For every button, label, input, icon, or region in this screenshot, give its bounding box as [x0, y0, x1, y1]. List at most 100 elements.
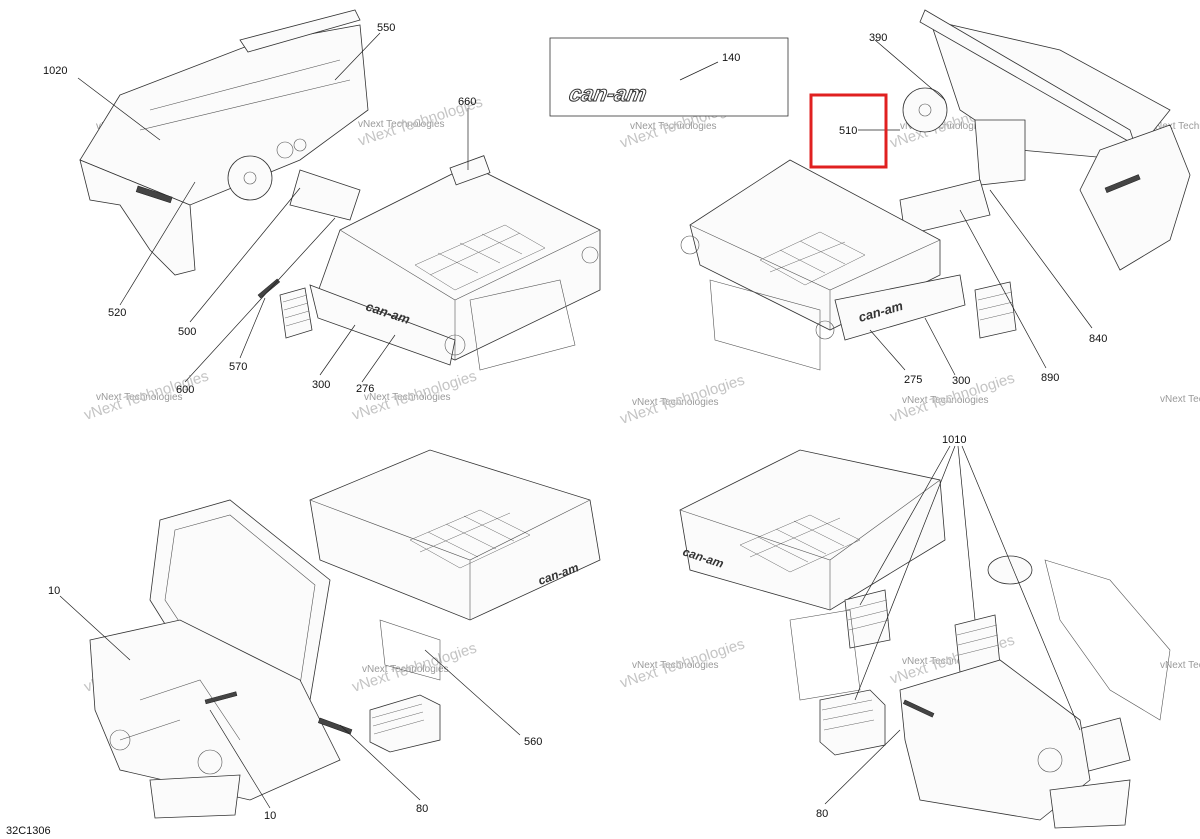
callout-600[interactable]: 600: [176, 384, 194, 396]
watermark: vNext Technologies: [632, 397, 719, 408]
callout-10b[interactable]: 10: [264, 810, 276, 822]
callout-140[interactable]: 140: [722, 52, 740, 64]
callout-300a[interactable]: 300: [312, 379, 330, 391]
cargo-edges: [339, 229, 601, 360]
leader-lines: [59, 32, 1093, 809]
callout-500[interactable]: 500: [178, 326, 196, 338]
watermark: vNext Technologies: [902, 656, 989, 667]
headlight: [197, 749, 223, 775]
leader-10a: [59, 595, 131, 661]
leader-10b: [209, 709, 271, 809]
cargo-floor-grid: [409, 509, 531, 569]
decal-10: [204, 691, 238, 705]
console: [289, 169, 361, 221]
decal-frame: [549, 37, 789, 117]
watermark: vNext Technologies: [358, 119, 445, 130]
leader-1010: [961, 445, 1081, 731]
callout-80a[interactable]: 80: [416, 803, 428, 815]
leader-390: [874, 39, 946, 101]
cargo-edges: [679, 479, 941, 610]
watermark: vNext Technologies: [632, 660, 719, 671]
callout-520[interactable]: 520: [108, 307, 126, 319]
leader-520: [119, 181, 196, 306]
battery-ribs: [977, 291, 1015, 321]
gauge: [276, 141, 294, 159]
battery: [819, 689, 886, 756]
logo-decal-box: can-am: [549, 37, 789, 117]
hood: [1079, 124, 1191, 271]
watermark: vNext Technologies: [1160, 660, 1200, 671]
windshield-bar: [239, 9, 361, 53]
callout-510[interactable]: 510: [839, 125, 857, 137]
leader-276: [361, 334, 396, 383]
callout-550[interactable]: 550: [377, 22, 395, 34]
dash-center: [974, 119, 1026, 186]
watermark: vNext Technologies: [1160, 394, 1200, 405]
side-panel: [309, 284, 456, 366]
side-panel: [834, 274, 966, 341]
leader-140: [679, 61, 719, 81]
leader-560: [424, 649, 521, 736]
leader-300a: [319, 324, 356, 376]
vehicle-bottom-left: can-am: [89, 449, 601, 819]
leader-80a: [339, 724, 421, 801]
callout-570[interactable]: 570: [229, 361, 247, 373]
frame-bracket: [789, 609, 861, 701]
steering-wheel: [987, 555, 1033, 585]
leader-1010: [854, 445, 956, 701]
leader-570: [239, 297, 266, 359]
hood-lines: [119, 679, 241, 741]
callouts: 1020 550 660 520 500 570 600 300 276 140…: [43, 22, 1107, 822]
callout-80b[interactable]: 80: [816, 808, 828, 820]
leader-550: [334, 32, 381, 81]
leader-80b: [824, 729, 901, 805]
watermark: vNext Technologies: [902, 395, 989, 406]
highlight-box-510[interactable]: [809, 93, 888, 169]
taillight: [581, 246, 599, 264]
leader-600: [184, 217, 336, 383]
diagram-code: 32C1306: [6, 825, 51, 837]
rear-frame: [709, 279, 821, 371]
leader-890: [959, 209, 1047, 369]
leader-500: [189, 187, 301, 323]
vehicle-top-left: can-am: [79, 9, 601, 371]
hood-front: [89, 619, 341, 801]
callout-660[interactable]: 660: [458, 96, 476, 108]
decal-80: [902, 699, 935, 718]
steering-hub: [243, 171, 257, 185]
battery: [974, 281, 1017, 339]
callout-390[interactable]: 390: [869, 32, 887, 44]
callout-1010[interactable]: 1010: [942, 434, 966, 446]
cargo-box: [309, 449, 601, 621]
callout-560[interactable]: 560: [524, 736, 542, 748]
battery-ribs: [956, 624, 1000, 656]
callout-890[interactable]: 890: [1041, 372, 1059, 384]
cargo-floor-grid: [414, 224, 546, 291]
rear-frame: [469, 279, 576, 371]
taillight: [444, 334, 466, 356]
callout-10a[interactable]: 10: [48, 585, 60, 597]
cargo-edges: [309, 499, 591, 620]
can-am-decal: can-am: [567, 81, 648, 106]
watermark: vNext Technologies: [96, 392, 183, 403]
callout-275[interactable]: 275: [904, 374, 922, 386]
watermark: vNext Technologies: [364, 392, 451, 403]
callout-300b[interactable]: 300: [952, 375, 970, 387]
bumper: [149, 774, 241, 819]
battery-ribs: [371, 703, 425, 735]
hood: [79, 159, 196, 276]
callout-840[interactable]: 840: [1089, 333, 1107, 345]
vehicle-top-right: can-am: [680, 9, 1191, 371]
callout-1020[interactable]: 1020: [43, 65, 67, 77]
battery-ribs: [821, 699, 875, 731]
decal-660: [449, 155, 491, 186]
leader-1010: [859, 445, 951, 606]
watermark: vNext Technologies: [630, 121, 717, 132]
steering-hub: [918, 103, 932, 117]
watermark: vNext Technologies: [900, 121, 987, 132]
battery-ribs: [282, 294, 311, 327]
decal-1020: [135, 185, 173, 204]
callout-276[interactable]: 276: [356, 383, 374, 395]
headlight: [1037, 747, 1063, 773]
watermark: vNext Technologies: [1150, 121, 1200, 132]
